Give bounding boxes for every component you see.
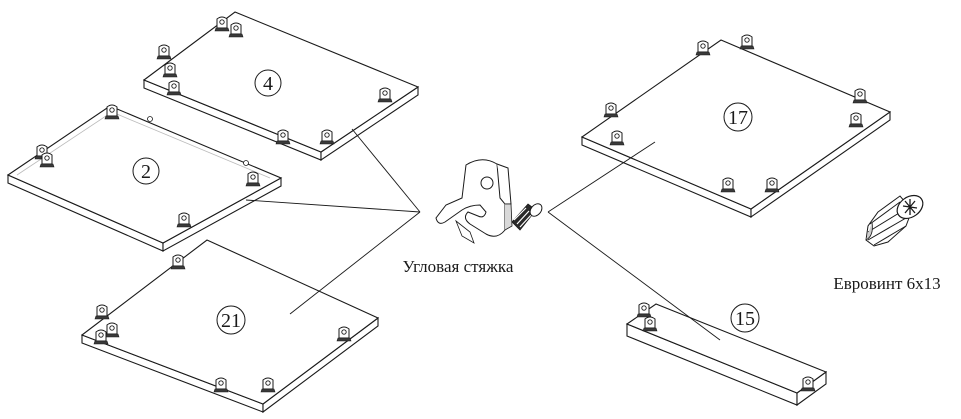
bracket xyxy=(245,171,261,187)
part-number-circle xyxy=(216,305,246,335)
part-number: 17 xyxy=(728,107,748,129)
bracket xyxy=(162,62,178,78)
bracket xyxy=(260,377,276,393)
bracket xyxy=(764,177,780,193)
bracket xyxy=(720,177,736,193)
bracket xyxy=(156,44,172,60)
part-number-circle xyxy=(730,303,760,333)
bracket xyxy=(228,22,244,38)
part-number-circle xyxy=(132,157,160,185)
bracket xyxy=(170,254,186,270)
panel-21: 21 xyxy=(80,239,380,414)
bracket xyxy=(275,129,291,145)
bracket xyxy=(695,40,711,56)
bracket xyxy=(336,326,352,342)
bracket xyxy=(213,377,229,393)
hole xyxy=(147,116,153,122)
part-number: 21 xyxy=(221,310,241,332)
hole xyxy=(243,160,249,166)
panel-4: 4 xyxy=(142,11,420,162)
bracket xyxy=(319,129,335,145)
panel-15: 15 xyxy=(625,302,828,407)
part-number-circle xyxy=(723,102,753,132)
bracket xyxy=(93,329,109,345)
bracket xyxy=(104,322,120,338)
bracket xyxy=(166,80,182,96)
bracket xyxy=(739,34,755,50)
bracket xyxy=(609,130,625,146)
euro-screw-caption: Евровинт 6x13 xyxy=(833,274,940,293)
bracket xyxy=(39,152,55,168)
part-number: 15 xyxy=(735,308,755,330)
part-number: 2 xyxy=(141,161,151,183)
bracket xyxy=(800,376,816,392)
euro-screw-illustration xyxy=(865,194,924,247)
leader-lines xyxy=(245,128,721,341)
bracket xyxy=(94,304,110,320)
corner-bracket-caption: Угловая стяжка xyxy=(403,257,514,276)
bracket xyxy=(176,212,192,228)
part-number: 4 xyxy=(263,73,273,95)
bracket xyxy=(104,104,120,120)
panel-2: 2 xyxy=(6,104,283,252)
bracket xyxy=(377,87,393,103)
small-screw-illustration xyxy=(511,203,543,231)
bracket xyxy=(214,16,230,32)
corner-bracket-illustration xyxy=(435,159,513,244)
bracket xyxy=(603,102,619,118)
part-number-circle xyxy=(254,69,282,97)
bracket xyxy=(636,302,652,318)
panel-17: 17 xyxy=(580,34,892,219)
bracket xyxy=(848,112,864,128)
bracket xyxy=(642,316,658,332)
bracket xyxy=(852,88,868,104)
